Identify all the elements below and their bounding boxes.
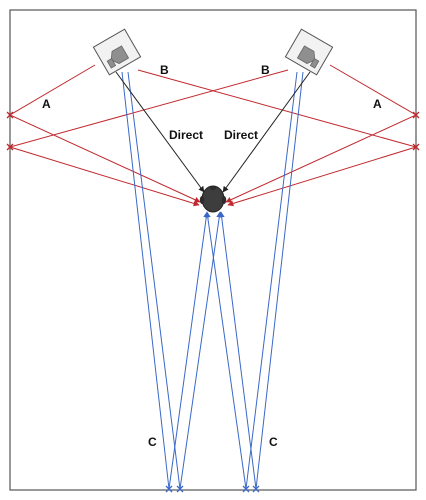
reflection-point-marker (6, 143, 14, 151)
reflection-point-marker (412, 111, 420, 119)
direct-path-right (222, 71, 311, 193)
label-path-c-left: C (148, 435, 157, 449)
label-path-c-right: C (269, 435, 278, 449)
room-outline (9, 9, 417, 491)
label-path-b-right: B (261, 63, 270, 77)
reflection-point-marker (252, 485, 260, 493)
label-path-b-left: B (160, 63, 169, 77)
reflection-point-marker (412, 143, 420, 151)
label-direct-left: Direct (169, 128, 203, 142)
speaker-icon (284, 28, 334, 76)
reflection-paths-side (8, 64, 418, 207)
direct-path-left (115, 71, 205, 193)
label-direct-right: Direct (224, 128, 258, 142)
reflection-point-markers (6, 111, 420, 151)
reflection-point-marker (176, 485, 184, 493)
reflection-point-markers-floor (165, 485, 260, 493)
label-path-a-left: A (42, 97, 51, 111)
reflection-point-marker (165, 485, 173, 493)
label-path-a-right: A (373, 97, 382, 111)
reflection-paths-floor (121, 71, 304, 490)
listener-head-icon (199, 185, 227, 213)
speaker-icon (92, 28, 142, 76)
direct-paths (115, 71, 311, 193)
reflection-point-marker (6, 111, 14, 119)
reflection-point-marker (242, 485, 250, 493)
